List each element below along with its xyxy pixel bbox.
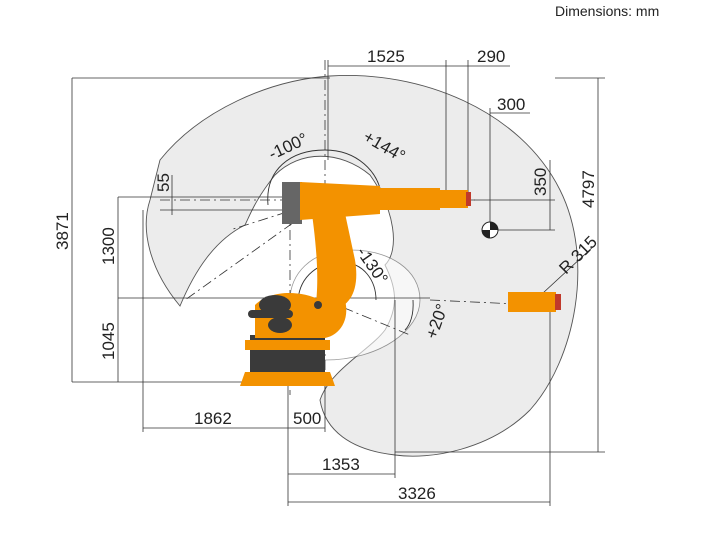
- dim-1045: 1045: [99, 322, 118, 360]
- dimension-lines: [71, 65, 599, 503]
- dim-350: 350: [531, 168, 550, 196]
- tcp-marker-icon: [481, 221, 499, 239]
- dim-290: 290: [477, 47, 505, 66]
- extension-lines: [72, 60, 605, 506]
- dim-1353: 1353: [322, 455, 360, 474]
- work-envelope: [145, 74, 579, 457]
- dim-55: 55: [154, 173, 173, 192]
- dim-500: 500: [293, 409, 321, 428]
- dim-1525: 1525: [367, 47, 405, 66]
- robot-illustration: [240, 182, 561, 386]
- dim-3871: 3871: [53, 212, 72, 250]
- dim-1300: 1300: [99, 227, 118, 265]
- dim-300: 300: [497, 95, 525, 114]
- dim-3326: 3326: [398, 484, 436, 503]
- dim-4797: 4797: [579, 170, 598, 208]
- dim-1862: 1862: [194, 409, 232, 428]
- units-note: Dimensions: mm: [555, 3, 660, 19]
